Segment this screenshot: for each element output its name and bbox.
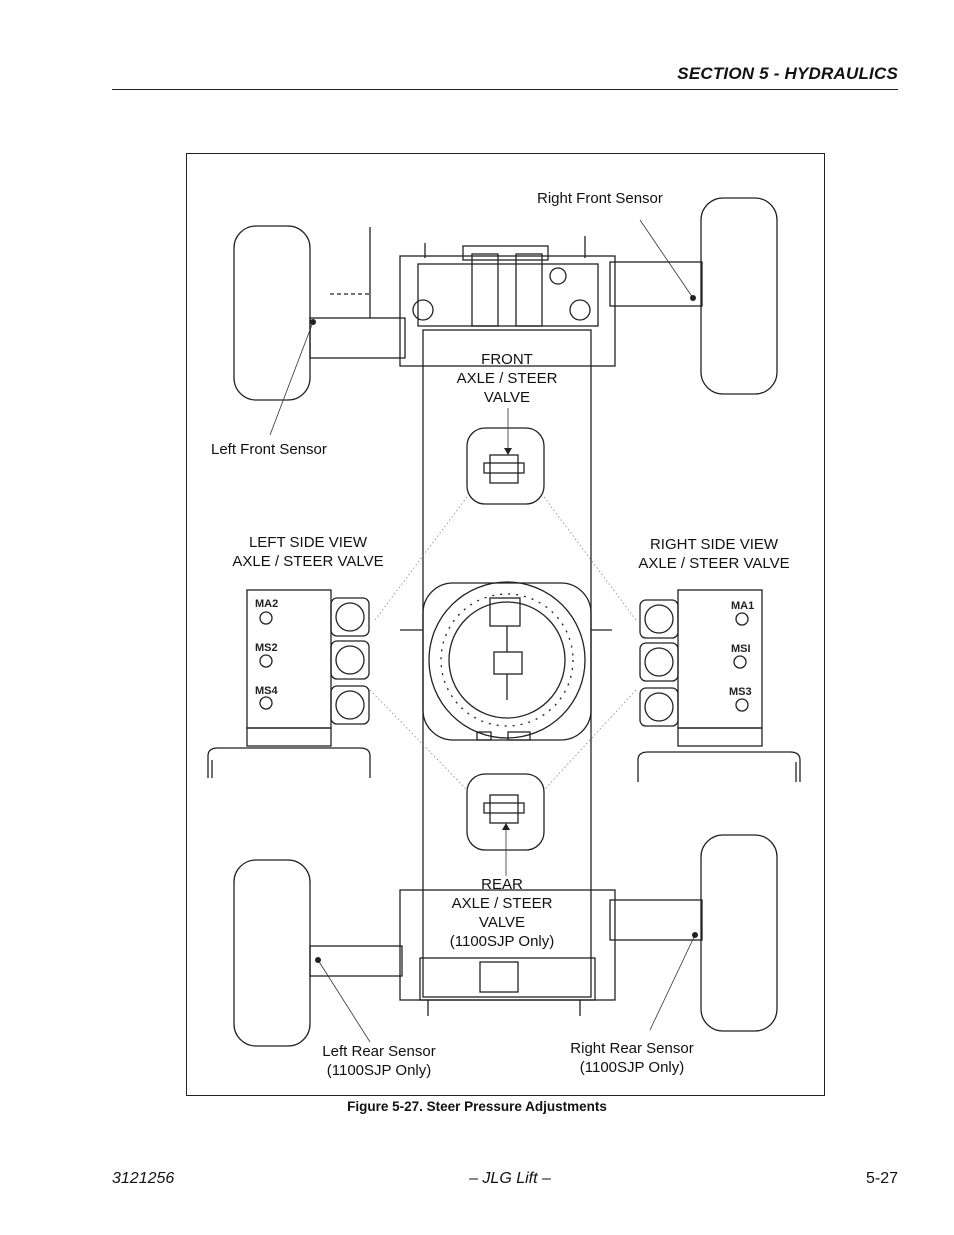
footer-doc-number: 3121256 (112, 1170, 175, 1187)
right-front-tire (700, 197, 778, 395)
port-label-right-2: MSI (731, 643, 751, 655)
leader-right-rear (649, 934, 696, 1031)
leader-left-front (269, 321, 314, 436)
port-label-right-3: MS3 (729, 686, 752, 698)
leader-right-front (639, 219, 694, 299)
label-left-side-view: LEFT SIDE VIEW AXLE / STEER VALVE (232, 534, 384, 570)
front-frame (399, 255, 616, 367)
port-label-left-3: MS4 (255, 685, 279, 697)
left-rear-tire (233, 859, 311, 1047)
port-label-right-1: MA1 (731, 600, 754, 612)
figure-frame (186, 153, 825, 1096)
turntable-plate (422, 582, 592, 741)
port-label-left-1: MA2 (255, 598, 278, 610)
rear-left-axle (309, 945, 403, 977)
figure-caption: Figure 5-27. Steer Pressure Adjustments (347, 1099, 607, 1114)
front-left-axle (309, 317, 406, 359)
label-front-valve: FRONT AXLE / STEER VALVE (456, 351, 558, 406)
label-left-front-sensor: Left Front Sensor (211, 441, 327, 458)
section-title: SECTION 5 - HYDRAULICS (677, 64, 898, 83)
label-right-side-view: RIGHT SIDE VIEW AXLE / STEER VALVE (638, 536, 790, 572)
front-right-axle (609, 261, 703, 307)
label-right-front-sensor: Right Front Sensor (537, 190, 663, 207)
footer-page-number: 5-27 (865, 1170, 898, 1187)
label-rear-valve: REAR AXLE / STEER VALVE (1100SJP Only) (449, 876, 555, 950)
rear-valve-box (466, 773, 545, 851)
port-label-left-2: MS2 (255, 642, 278, 654)
left-front-tire (233, 225, 311, 401)
front-valve-box (466, 427, 545, 505)
label-right-rear-sensor: Right Rear Sensor (1100SJP Only) (570, 1040, 694, 1076)
footer-center: – JLG Lift – (469, 1170, 551, 1187)
turntable-ring (428, 581, 586, 739)
label-left-rear-sensor: Left Rear Sensor (1100SJP Only) (322, 1043, 436, 1079)
left-side-valve-block (207, 589, 371, 778)
header-rule (112, 89, 898, 90)
rear-right-axle (609, 899, 703, 941)
right-side-valve-block (637, 589, 801, 782)
right-rear-tire (700, 834, 778, 1032)
leader-left-rear (317, 959, 371, 1043)
